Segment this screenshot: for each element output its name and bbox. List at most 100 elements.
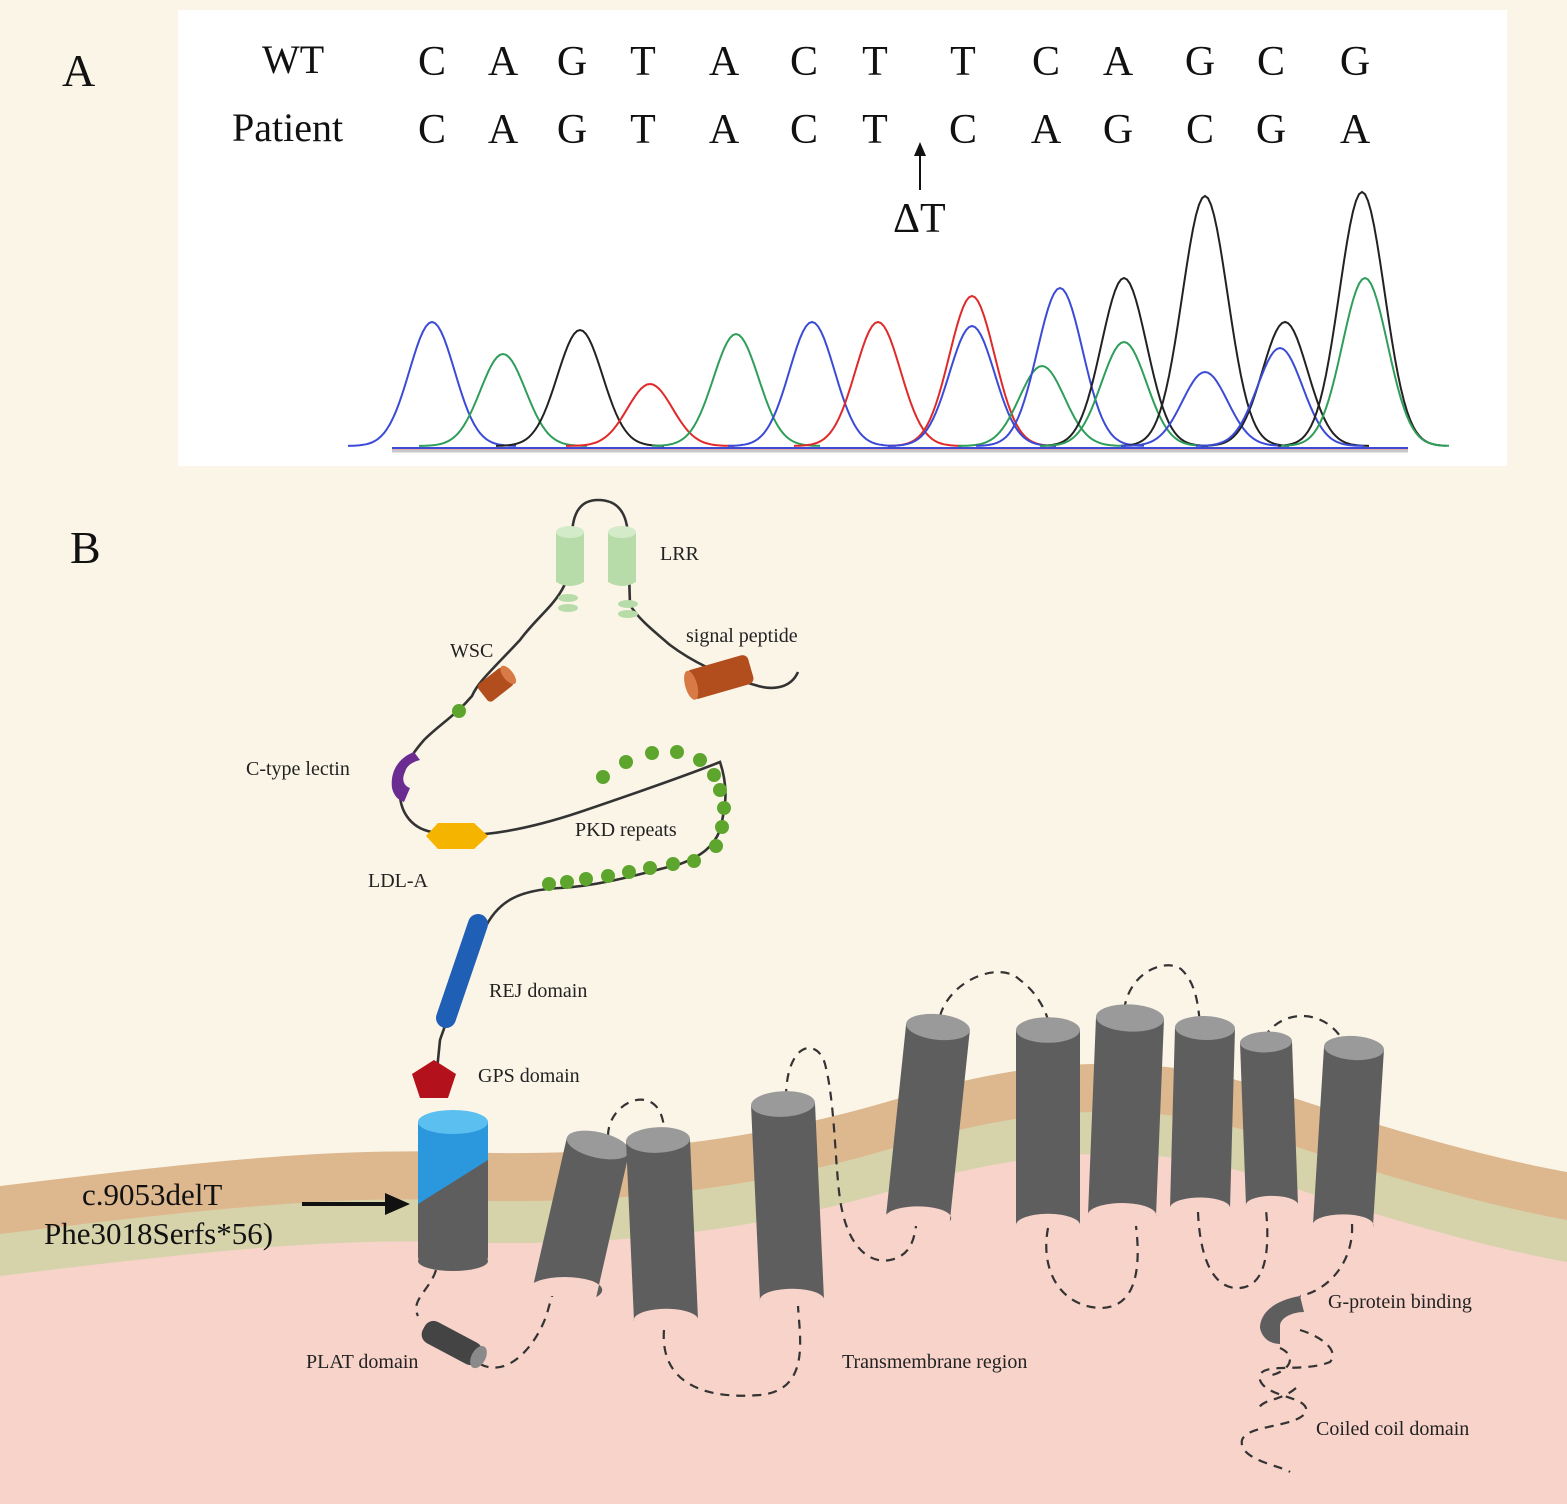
panel-a-background xyxy=(178,10,1507,466)
plat-label: PLAT domain xyxy=(306,1351,418,1373)
panel-a-label: A xyxy=(62,45,95,96)
chromatogram-peak-9 xyxy=(958,364,1126,447)
signal-peptide-label: signal peptide xyxy=(686,625,798,647)
mutation-line1: c.9053delT xyxy=(82,1177,222,1212)
chromatogram-peak-12 xyxy=(1039,340,1209,447)
chromatogram-peak-0 xyxy=(347,320,517,447)
pkd-dot-13 xyxy=(622,865,636,879)
pkd-dot-8 xyxy=(715,820,729,834)
chromatogram-peak-8 xyxy=(887,324,1057,447)
helix-8 xyxy=(1170,1015,1235,1209)
tm1-mutated-helix xyxy=(418,1110,488,1271)
mutation-line2: Phe3018Serfs*56) xyxy=(44,1216,273,1251)
pkd-dot-3 xyxy=(670,745,684,759)
patient-base-11: G xyxy=(1256,107,1286,153)
wt-base-11: C xyxy=(1257,39,1285,85)
chromatogram-peak-1 xyxy=(419,352,587,447)
chromatogram-peak-2 xyxy=(495,328,665,447)
ldl-a-domain xyxy=(426,823,488,849)
pkd-dot-17 xyxy=(542,877,556,891)
pkd-dot-4 xyxy=(693,753,707,767)
helix-6 xyxy=(1016,1017,1080,1225)
patient-base-5: C xyxy=(790,107,818,153)
wt-base-12: G xyxy=(1340,39,1370,85)
wt-base-3: T xyxy=(630,39,656,85)
chromatogram-peak-4 xyxy=(651,332,821,447)
chromatogram-peak-15 xyxy=(1200,320,1370,447)
chromatogram-peak-13 xyxy=(1120,194,1290,447)
gps-domain xyxy=(412,1060,456,1098)
chromatogram-peak-10 xyxy=(975,286,1145,447)
patient-base-2: G xyxy=(557,107,587,153)
chromatogram-peak-5 xyxy=(727,320,897,447)
patient-base-8: A xyxy=(1031,107,1062,153)
wt-row-label: WT xyxy=(262,37,324,82)
wsc-domain xyxy=(477,665,517,702)
deletion-label: ΔT xyxy=(893,196,946,242)
wt-base-5: C xyxy=(790,39,818,85)
g-protein-binding-domain xyxy=(1260,1296,1304,1344)
pkd-dot-9 xyxy=(709,839,723,853)
gps-label: GPS domain xyxy=(478,1065,580,1087)
wt-base-1: A xyxy=(488,39,519,85)
c-type-lectin-label: C-type lectin xyxy=(246,758,350,780)
patient-base-3: T xyxy=(630,107,656,153)
patient-base-10: C xyxy=(1186,107,1214,153)
chromatogram xyxy=(347,190,1450,453)
wt-base-9: A xyxy=(1103,39,1134,85)
cytoplasm xyxy=(0,1153,1567,1504)
helix-3 xyxy=(626,1127,698,1322)
wt-base-8: C xyxy=(1032,39,1060,85)
patient-base-4: A xyxy=(709,107,740,153)
chromatogram-peak-16 xyxy=(1195,346,1365,447)
plat-domain xyxy=(421,1320,487,1369)
pkd-dot-0 xyxy=(596,770,610,784)
pkd-dot-14 xyxy=(601,869,615,883)
pkd-dot-1 xyxy=(619,755,633,769)
mutation-arrow-head xyxy=(385,1193,410,1215)
transmembrane-helices xyxy=(533,1004,1384,1322)
wt-base-0: C xyxy=(418,39,446,85)
helix-10 xyxy=(1313,1035,1384,1227)
deletion-arrow-head xyxy=(914,142,926,156)
wt-base-6: T xyxy=(862,39,888,85)
signal-peptide-domain xyxy=(684,655,754,700)
ldl-a-label: LDL-A xyxy=(368,870,429,892)
wt-base-2: G xyxy=(557,39,587,85)
patient-base-0: C xyxy=(418,107,446,153)
pkd-dot-7 xyxy=(717,801,731,815)
pkd-dot-12 xyxy=(643,861,657,875)
chromatogram-peak-3 xyxy=(566,382,734,447)
pkd-dot-2 xyxy=(645,746,659,760)
pkd-repeats-label: PKD repeats xyxy=(575,819,677,841)
pkd-dot-10 xyxy=(687,854,701,868)
panel-b-label: B xyxy=(70,522,101,573)
wsc-label: WSC xyxy=(450,640,493,662)
transmembrane-label: Transmembrane region xyxy=(842,1351,1027,1373)
g-protein-label: G-protein binding xyxy=(1328,1291,1472,1313)
chromatogram-peak-18 xyxy=(1280,276,1450,447)
transmembrane-loops xyxy=(415,964,1354,1473)
coiled-coil-label: Coiled coil domain xyxy=(1316,1418,1469,1440)
helix-7 xyxy=(1088,1004,1164,1217)
patient-base-1: A xyxy=(488,107,519,153)
helix-2 xyxy=(533,1130,630,1298)
chromatogram-peak-6 xyxy=(793,320,963,447)
helix-9 xyxy=(1240,1031,1298,1206)
helix-5 xyxy=(886,1013,970,1222)
pkd-repeats-domain xyxy=(542,745,731,891)
wt-base-4: A xyxy=(709,39,740,85)
pkd-dot-small xyxy=(452,704,466,718)
pkd-dot-16 xyxy=(560,875,574,889)
patient-base-7: C xyxy=(949,107,977,153)
pkd-dot-15 xyxy=(579,872,593,886)
lrr-label: LRR xyxy=(660,543,700,565)
pkd-dot-6 xyxy=(713,783,727,797)
wt-base-10: G xyxy=(1185,39,1215,85)
rej-domain xyxy=(436,914,488,1028)
lrr-domain xyxy=(556,526,638,618)
